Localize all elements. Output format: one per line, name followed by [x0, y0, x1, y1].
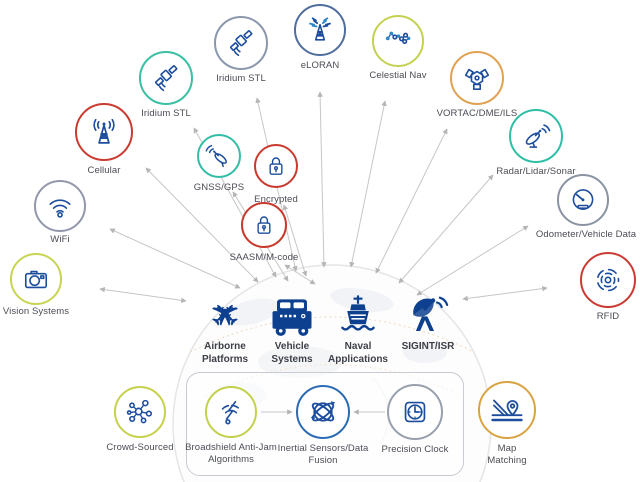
svg-text:✈: ✈	[202, 292, 248, 338]
clock-icon	[404, 401, 426, 423]
radar-dish-icon	[525, 124, 551, 148]
node-radar	[509, 109, 563, 163]
satellite-dish-icon	[413, 296, 449, 331]
node-vision-systems	[10, 253, 62, 305]
gps-antenna-icon	[205, 144, 227, 168]
node-label: Iridium STL	[216, 73, 266, 84]
constellation-icon	[385, 31, 411, 45]
node-label: RFID	[596, 311, 620, 322]
node-vortac	[450, 51, 504, 105]
node-label: Precision Clock	[381, 444, 449, 455]
node-label: VORTAC/DME/ILS	[436, 108, 518, 119]
node-celestial-nav	[372, 15, 424, 67]
node-label: Odometer/Vehicle Data	[535, 229, 637, 240]
crossed-planes-icon: ✈ ✈	[202, 292, 248, 338]
anti-jam-icon	[221, 400, 241, 425]
node-rfid	[580, 252, 636, 308]
node-iridium-stl-lower	[139, 51, 193, 105]
node-cellular	[75, 103, 133, 161]
platform-label-airborne: Airborne Platforms	[201, 341, 249, 365]
cell-tower-icon	[93, 118, 115, 144]
node-label: Broadshield Anti-Jam Algorithms	[185, 442, 277, 465]
vor-station-icon	[464, 68, 490, 91]
wifi-icon	[49, 199, 71, 218]
node-label: Inertial Sensors/Data Fusion	[277, 443, 369, 466]
node-gnss-gps	[197, 134, 241, 178]
node-label: Vision Systems	[2, 306, 70, 317]
node-label: Map Matching	[487, 443, 527, 466]
node-label: Crowd-Sourced	[106, 442, 174, 453]
node-saasm	[241, 202, 287, 248]
node-label: Encrypted	[254, 194, 298, 205]
satellite-icon	[154, 65, 178, 92]
node-precision-clock	[387, 384, 443, 440]
node-label: WiFi	[50, 234, 70, 245]
node-label: Iridium STL	[141, 108, 191, 119]
gyroscope-icon	[310, 401, 336, 422]
node-label: SAASM/M-code	[229, 252, 299, 263]
node-label: Radar/Lidar/Sonar	[496, 166, 576, 177]
military-truck-icon	[272, 299, 312, 336]
node-iridium-stl-upper	[214, 16, 268, 70]
node-label: GNSS/GPS	[193, 182, 245, 193]
satellite-icon	[229, 30, 253, 57]
node-odometer	[557, 174, 609, 226]
padlock-icon	[269, 157, 283, 175]
platform-label-vehicle: Vehicle Systems	[271, 341, 313, 365]
padlock-icon	[257, 216, 271, 234]
node-wifi	[34, 180, 86, 232]
speedometer-icon	[572, 189, 594, 210]
node-label: Cellular	[87, 165, 121, 176]
node-map-matching	[478, 381, 536, 439]
node-label: eLORAN	[300, 60, 340, 71]
ship-icon	[341, 295, 375, 331]
network-nodes-icon	[126, 399, 152, 424]
rfid-waves-icon	[596, 268, 620, 292]
node-broadshield	[205, 386, 257, 438]
radio-tower-icon	[309, 17, 331, 41]
node-inertial	[296, 385, 350, 439]
node-crowd-sourced	[114, 386, 166, 438]
platform-label-sigint: SIGINT/ISR	[401, 341, 455, 352]
camera-icon	[24, 270, 48, 289]
node-encrypted	[254, 144, 298, 188]
map-pin-icon	[491, 399, 523, 422]
node-eloran	[294, 4, 346, 56]
node-label: Celestial Nav	[369, 70, 427, 81]
